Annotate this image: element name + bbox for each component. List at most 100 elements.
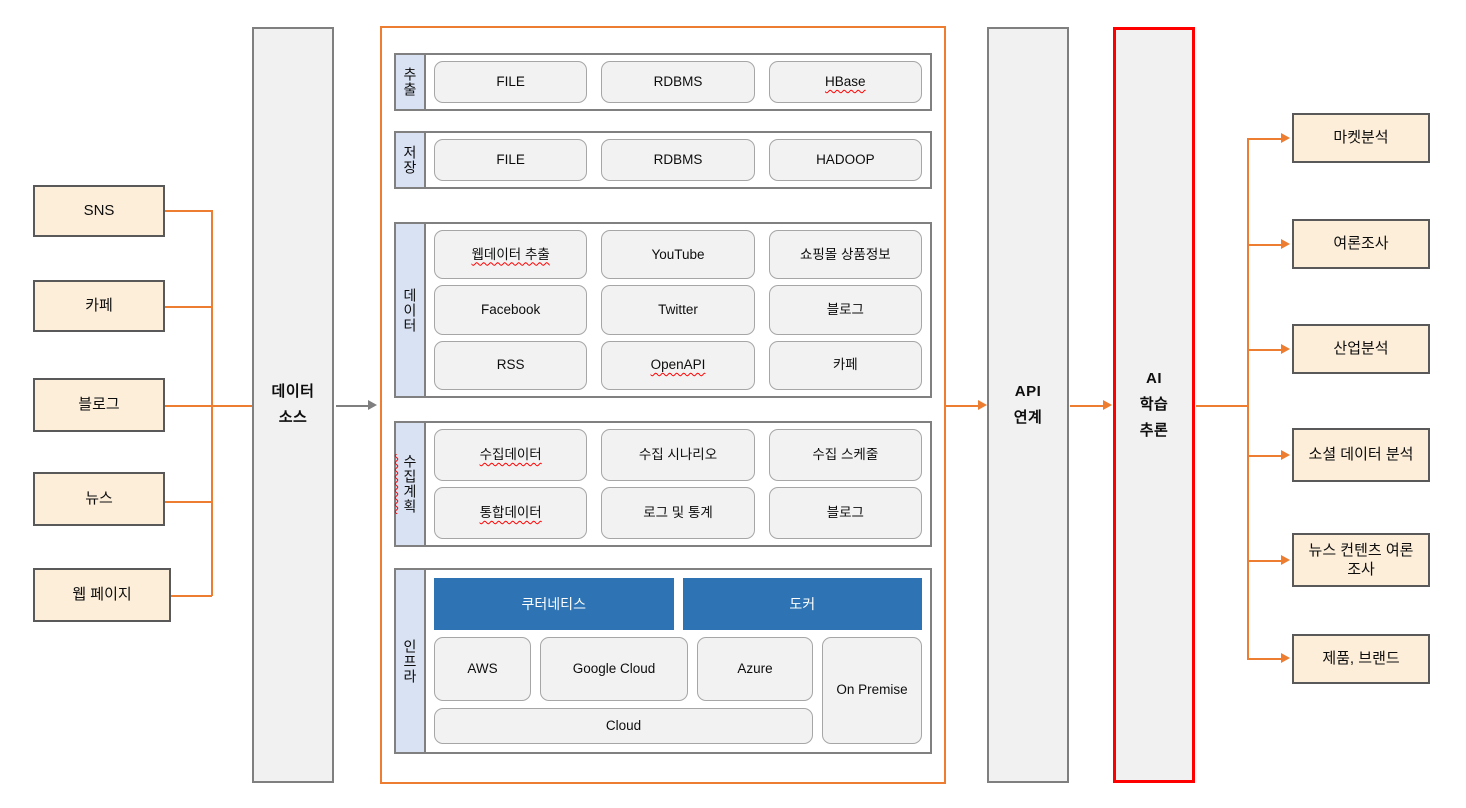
column-line-1: 데이터	[271, 382, 315, 400]
infra-azure[interactable]: Azure	[697, 637, 813, 701]
pill-row: 통합데이터 로그 및 통계 블로그	[434, 487, 922, 539]
pill-cafe[interactable]: 카페	[768, 340, 922, 390]
output-label: 뉴스 컨텐츠 여론조사	[1308, 541, 1414, 579]
arrow-line-platform-to-api	[946, 405, 979, 407]
pill-row: 수집데이터 수집 시나리오 수집 스케줄	[434, 429, 922, 481]
pill-row: FILE RDBMS HADOOP	[434, 139, 922, 181]
pill-shopping-mall[interactable]: 쇼핑몰 상품정보	[768, 230, 922, 280]
infra-label: 쿠터네티스	[521, 595, 586, 612]
connector-out-social	[1247, 455, 1282, 457]
column-line-2: 연계	[1013, 409, 1043, 426]
pill-rdbms[interactable]: RDBMS	[601, 139, 755, 181]
pill-label: RDBMS	[653, 151, 703, 167]
column-data-source[interactable]: 데이터 소스	[252, 27, 334, 783]
section-label-store: 저장	[396, 133, 426, 187]
pill-label: 쇼핑몰 상품정보	[799, 246, 891, 262]
column-line-2: 소스	[278, 409, 308, 426]
infra-cloud-area: AWS Google Cloud Azure Cloud	[434, 637, 922, 744]
arrow-head-out-industry	[1281, 344, 1290, 354]
connector-news	[165, 501, 212, 503]
section-store: 저장 FILE RDBMS HADOOP	[394, 131, 932, 189]
pill-log-and-stats[interactable]: 로그 및 통계	[601, 487, 755, 539]
pill-label: 수집 스케줄	[812, 446, 879, 462]
source-box-sns[interactable]: SNS	[33, 185, 165, 237]
column-ai-learning-inference[interactable]: AI 학습 추론	[1113, 27, 1195, 783]
infra-cloud-bar[interactable]: Cloud	[434, 708, 813, 744]
source-box-cafe[interactable]: 카페	[33, 280, 165, 332]
section-label-data: 데이터	[396, 224, 426, 396]
platform-container: 추출 FILE RDBMS HBase 저장	[380, 26, 946, 784]
section-extract: 추출 FILE RDBMS HBase	[394, 53, 932, 111]
pill-blog[interactable]: 블로그	[768, 487, 922, 539]
output-box-news-content-poll[interactable]: 뉴스 컨텐츠 여론조사	[1292, 533, 1430, 587]
output-box-social-data-analysis[interactable]: 소셜 데이터 분석	[1292, 428, 1430, 482]
infra-docker[interactable]: 도커	[682, 578, 922, 630]
infra-aws[interactable]: AWS	[434, 637, 531, 701]
pill-rdbms[interactable]: RDBMS	[601, 61, 755, 103]
pill-rss[interactable]: RSS	[434, 340, 588, 390]
arrow-line-api-to-ai	[1070, 405, 1104, 407]
pill-label: HBase	[825, 73, 866, 89]
pill-label: Twitter	[658, 301, 698, 317]
arrow-head-platform-to-api	[978, 400, 987, 410]
pill-row: 웹데이터 추출 YouTube 쇼핑몰 상품정보	[434, 230, 922, 280]
output-box-product-brand[interactable]: 제품, 브랜드	[1292, 634, 1430, 684]
pill-blog[interactable]: 블로그	[768, 285, 922, 335]
infra-label: Azure	[737, 660, 773, 676]
connector-blog	[165, 405, 212, 407]
infra-kubernetes[interactable]: 쿠터네티스	[434, 578, 674, 630]
pill-label: 로그 및 통계	[643, 504, 713, 520]
section-body-data: 웹데이터 추출 YouTube 쇼핑몰 상품정보 Facebook Twitte…	[426, 224, 930, 396]
pill-file[interactable]: FILE	[434, 61, 588, 103]
pill-row: Facebook Twitter 블로그	[434, 285, 922, 335]
arrow-head-datasource-to-platform	[368, 400, 377, 410]
pill-collected-data[interactable]: 수집데이터	[434, 429, 588, 481]
source-box-blog[interactable]: 블로그	[33, 378, 165, 432]
column-ai-label: AI 학습 추론	[1140, 366, 1169, 445]
pill-hbase[interactable]: HBase	[768, 61, 922, 103]
connector-webpage	[171, 595, 212, 597]
infra-label: AWS	[467, 660, 498, 676]
pill-integrated-data[interactable]: 통합데이터	[434, 487, 588, 539]
column-api-integration[interactable]: API 연계	[987, 27, 1069, 783]
column-line-1: API	[1014, 382, 1042, 400]
output-box-public-opinion[interactable]: 여론조사	[1292, 219, 1430, 269]
pill-file[interactable]: FILE	[434, 139, 588, 181]
connector-trunk-right	[1247, 138, 1249, 658]
pill-label: RDBMS	[653, 73, 703, 89]
source-box-webpage[interactable]: 웹 페이지	[33, 568, 171, 622]
source-label: 블로그	[78, 395, 120, 413]
section-body-store: FILE RDBMS HADOOP	[426, 133, 930, 187]
infra-label: Google Cloud	[572, 660, 656, 676]
pill-collection-scenario[interactable]: 수집 시나리오	[601, 429, 755, 481]
section-label-text: 추출	[402, 67, 418, 97]
pill-youtube[interactable]: YouTube	[601, 230, 755, 280]
pill-openapi[interactable]: OpenAPI	[601, 340, 755, 390]
pill-facebook[interactable]: Facebook	[434, 285, 588, 335]
arrow-head-out-product	[1281, 653, 1290, 663]
infra-label: 도커	[789, 595, 816, 612]
connector-sns	[165, 210, 212, 212]
section-label-extract: 추출	[396, 55, 426, 109]
pill-hadoop[interactable]: HADOOP	[768, 139, 922, 181]
pill-row: RSS OpenAPI 카페	[434, 340, 922, 390]
pill-label: 블로그	[826, 301, 864, 317]
pill-collection-schedule[interactable]: 수집 스케줄	[768, 429, 922, 481]
pill-label: FILE	[496, 151, 525, 167]
source-box-news[interactable]: 뉴스	[33, 472, 165, 526]
pill-label: 수집데이터	[479, 446, 542, 462]
pill-label: YouTube	[651, 246, 705, 262]
output-box-industry-analysis[interactable]: 산업분석	[1292, 324, 1430, 374]
pill-twitter[interactable]: Twitter	[601, 285, 755, 335]
pill-web-data-extract[interactable]: 웹데이터 추출	[434, 230, 588, 280]
infra-cloud-left: AWS Google Cloud Azure Cloud	[434, 637, 813, 744]
output-label: 마켓분석	[1333, 129, 1389, 147]
connector-trunk-left	[211, 210, 213, 596]
pill-label: 웹데이터 추출	[471, 246, 550, 262]
output-box-market-analysis[interactable]: 마켓분석	[1292, 113, 1430, 163]
infra-google-cloud[interactable]: Google Cloud	[540, 637, 688, 701]
infra-on-premise[interactable]: On Premise	[822, 637, 922, 744]
pill-label: HADOOP	[816, 151, 875, 167]
section-body-extract: FILE RDBMS HBase	[426, 55, 930, 109]
infra-label: On Premise	[836, 682, 908, 698]
